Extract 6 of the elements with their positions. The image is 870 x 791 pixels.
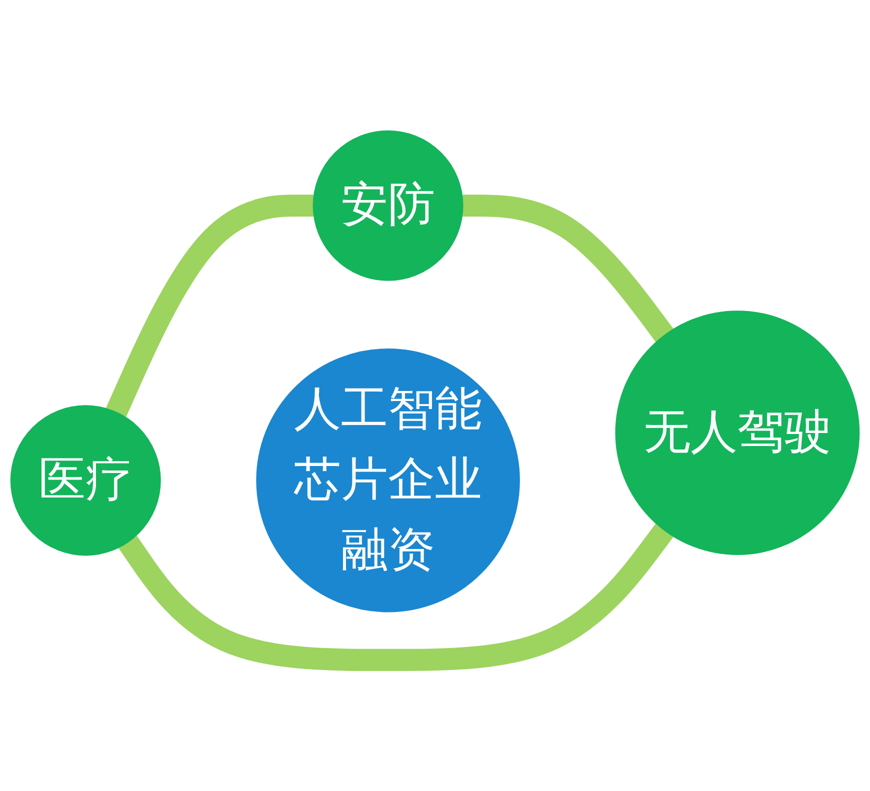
node-circle: 无人驾驶 (615, 310, 860, 555)
node-circle: 安防 (312, 130, 464, 281)
connector (462, 194, 674, 342)
node-circle: 人工智能芯片企业融资 (256, 348, 520, 612)
connector (118, 524, 674, 671)
node-circle: 医疗 (10, 405, 161, 556)
